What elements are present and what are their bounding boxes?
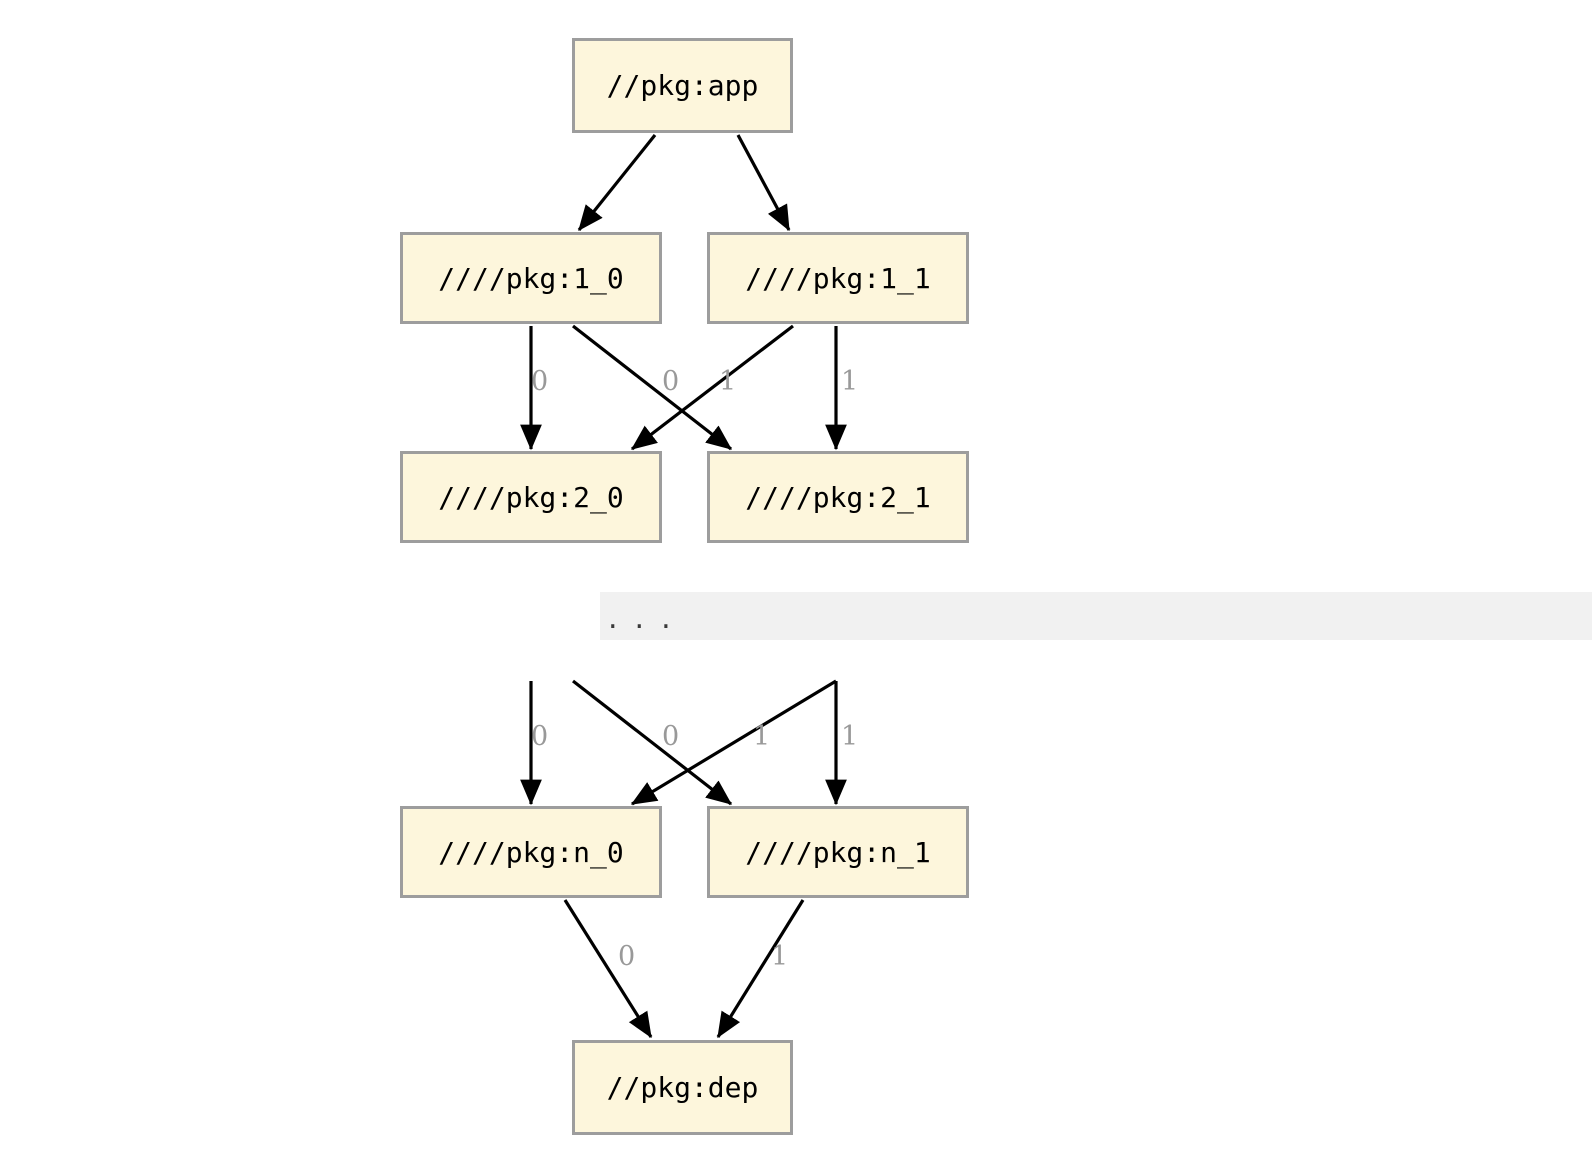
node-app[interactable]: //pkg:app xyxy=(572,38,793,133)
edge-app-to-n1_1 xyxy=(736,134,791,232)
edge-label: 0 xyxy=(531,721,549,752)
node-dep[interactable]: //pkg:dep xyxy=(572,1040,793,1135)
edge-src-to-nn_1 xyxy=(572,679,733,806)
edge-label: 1 xyxy=(841,366,859,397)
node-n2_1[interactable]: ////pkg:2_1 xyxy=(707,451,969,543)
edge-n1_1-to-n2_0 xyxy=(630,324,794,451)
node-label: ////pkg:2_0 xyxy=(438,480,624,514)
ellipsis-label: ... xyxy=(608,601,688,636)
node-nn_0[interactable]: ////pkg:n_0 xyxy=(400,806,662,898)
edge-label: 0 xyxy=(618,941,636,972)
node-label: ////pkg:1_0 xyxy=(438,261,624,295)
edge-label: 1 xyxy=(771,941,789,972)
edge-label: 1 xyxy=(753,721,771,752)
edge-label: 1 xyxy=(841,721,859,752)
node-n1_1[interactable]: ////pkg:1_1 xyxy=(707,232,969,324)
edge-app-to-n1_0 xyxy=(577,134,657,231)
edge-src-to-nn_0 xyxy=(630,679,837,806)
node-n1_0[interactable]: ////pkg:1_0 xyxy=(400,232,662,324)
edge-nn_0-to-dep xyxy=(563,899,653,1039)
edge-group xyxy=(520,134,847,1039)
node-n2_0[interactable]: ////pkg:2_0 xyxy=(400,451,662,543)
node-label: ////pkg:2_1 xyxy=(745,480,931,514)
edge-label: 0 xyxy=(531,366,549,397)
node-label: ////pkg:n_0 xyxy=(438,835,624,869)
edge-label: 1 xyxy=(719,366,737,397)
node-label: //pkg:dep xyxy=(606,1071,759,1104)
node-label: //pkg:app xyxy=(606,69,759,102)
edge-nn_1-to-dep xyxy=(716,899,805,1039)
edge-label: 0 xyxy=(662,721,680,752)
edge-label: 0 xyxy=(662,366,680,397)
node-label: ////pkg:n_1 xyxy=(745,835,931,869)
ellipsis-separator-band: ... xyxy=(600,592,1592,640)
edge-n1_0-to-n2_1 xyxy=(572,324,733,451)
node-nn_1[interactable]: ////pkg:n_1 xyxy=(707,806,969,898)
node-label: ////pkg:1_1 xyxy=(745,261,931,295)
